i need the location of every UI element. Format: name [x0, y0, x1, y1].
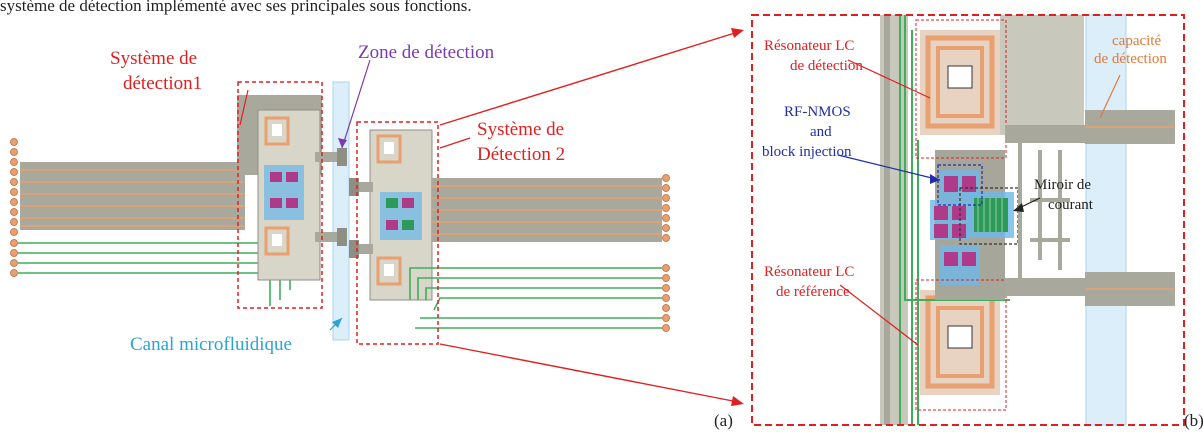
rfnmos-label-line2: and	[810, 124, 832, 140]
zoom-frame	[751, 14, 1185, 426]
panel-b-tag: (b)	[1184, 411, 1203, 430]
header-text: système de détection implémenté avec ses…	[0, 0, 472, 15]
system1-label-line1: Système de	[110, 48, 197, 69]
res-ref-label-line2: de référence	[776, 284, 850, 300]
zone-detection-label: Zone de détection	[358, 42, 495, 63]
system2-label-line2: Détection 2	[477, 144, 565, 165]
microfluidic-channel	[332, 81, 350, 341]
res-ref-label-line1: Résonateur LC	[764, 264, 854, 280]
system2-label-line1: Système de	[477, 119, 564, 140]
miroir-label-line1: Miroir de	[1034, 177, 1091, 193]
zoom-channel	[1085, 14, 1127, 426]
system2-dashed-box	[356, 121, 439, 345]
system1-dashed-box	[237, 81, 323, 309]
rfnmos-label-line3: block injection	[762, 144, 852, 160]
res-det-label-line1: Résonateur LC	[764, 38, 854, 54]
panel-a-tag: (a)	[714, 411, 733, 430]
cap-label-line2: de détection	[1094, 51, 1167, 67]
canal-label: Canal microfluidique	[130, 334, 292, 355]
system1-label-line2: détection1	[123, 73, 202, 94]
cap-label-line1: capacité	[1112, 33, 1161, 49]
left-trace-block	[20, 162, 245, 230]
res-det-label-line2: de détection	[790, 58, 863, 74]
panel-a-layout: Système de détection1 Zone de détection …	[10, 42, 733, 430]
rfnmos-label-line1: RF-NMOS	[784, 104, 851, 120]
panel-b-zoom: Résonateur LC de détection capacité de d…	[751, 14, 1203, 430]
miroir-label-line2: courant	[1048, 197, 1094, 213]
